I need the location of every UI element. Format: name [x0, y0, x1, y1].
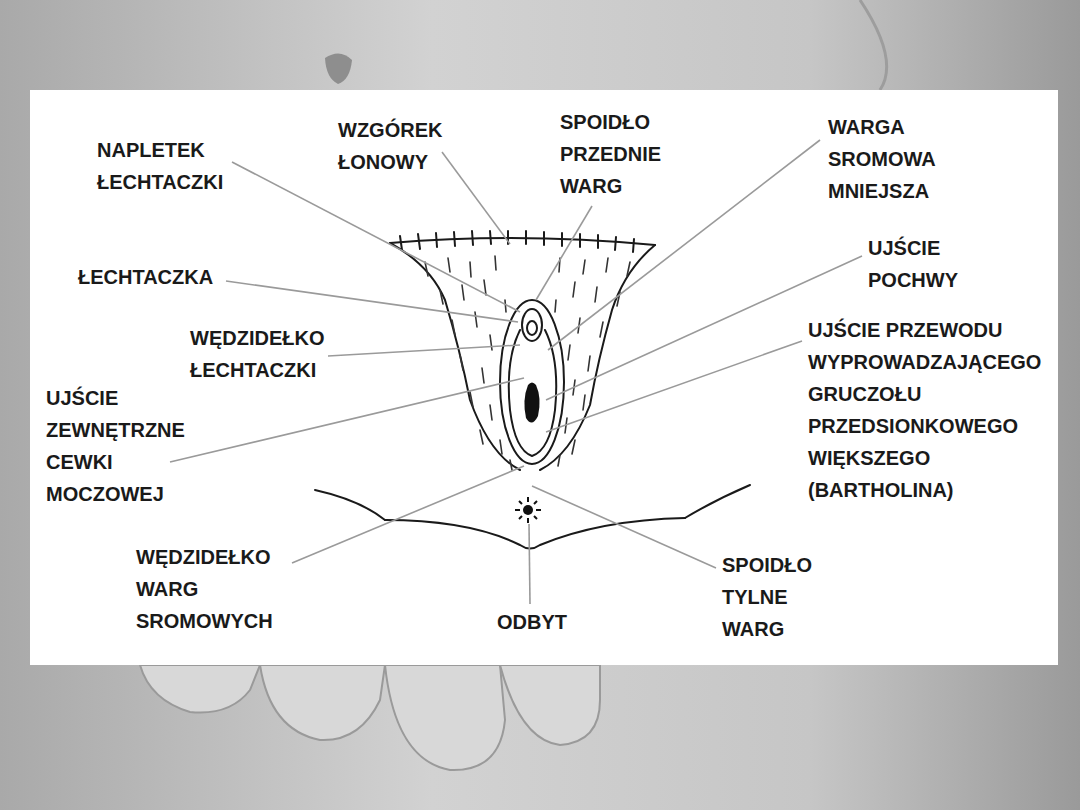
part-label: WĘDZIDEŁKO WARG SROMOWYCH	[136, 541, 273, 637]
part-label: WĘDZIDEŁKO ŁECHTACZKI	[190, 322, 324, 386]
arm-contour	[860, 0, 887, 90]
vaginal-opening	[524, 383, 539, 423]
hands	[140, 665, 600, 770]
part-label: UJŚCIE PRZEWODU WYPROWADZAJĄCEGO GRUCZOŁ…	[808, 314, 1041, 506]
part-label: ŁECHTACZKA	[78, 261, 213, 293]
white-panel	[30, 90, 1058, 665]
vulva-drawing	[315, 231, 750, 549]
part-label: UJŚCIE POCHWY	[868, 232, 958, 296]
navel	[325, 53, 352, 84]
part-label: SPOIDŁO TYLNE WARG	[722, 549, 812, 645]
part-label: ODBYT	[497, 606, 567, 638]
part-label: WZGÓREK ŁONOWY	[338, 114, 442, 178]
part-label: NAPLETEK ŁECHTACZKI	[97, 134, 223, 198]
anus	[515, 497, 541, 523]
hair-strokes	[425, 256, 630, 470]
part-label: WARGA SROMOWA MNIEJSZA	[828, 111, 935, 207]
part-label: SPOIDŁO PRZEDNIE WARG	[560, 106, 661, 202]
part-label: UJŚCIE ZEWNĘTRZNE CEWKI MOCZOWEJ	[46, 382, 185, 510]
leader-lines	[170, 140, 862, 604]
